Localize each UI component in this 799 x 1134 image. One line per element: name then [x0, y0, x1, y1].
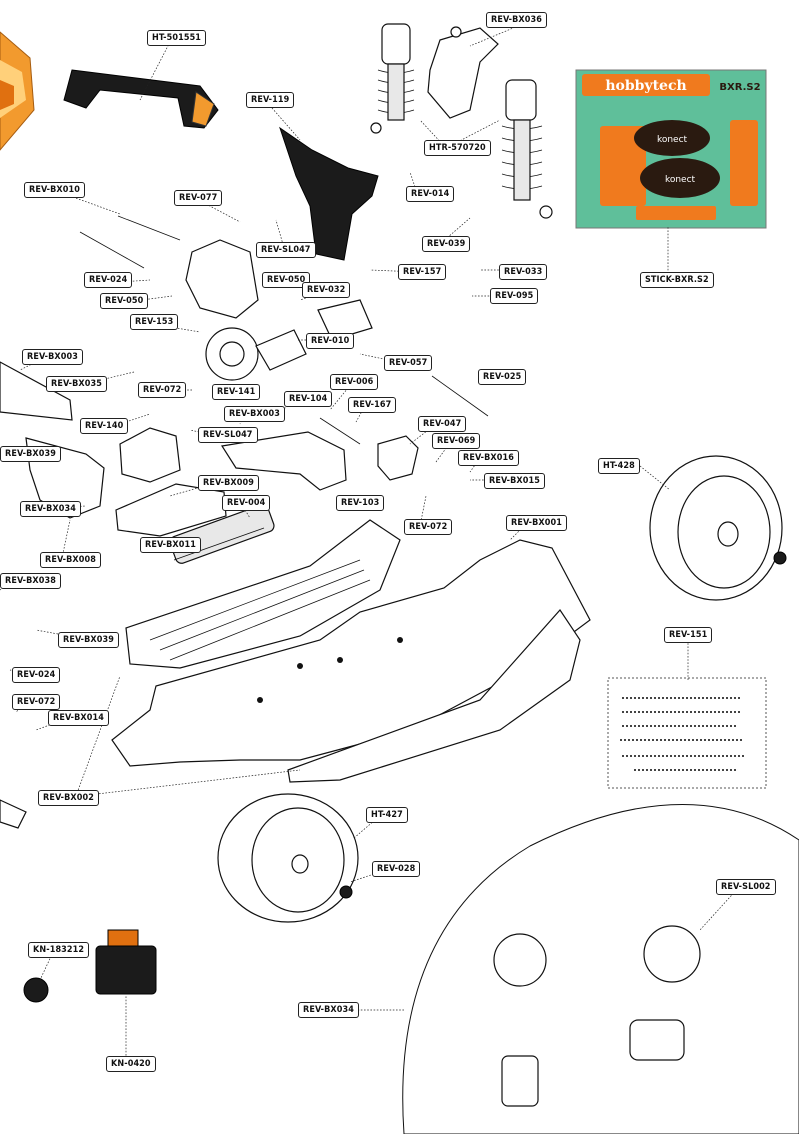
part-label-rev-010[interactable]: REV-010: [306, 333, 355, 349]
diff-detail: [402, 804, 799, 1134]
part-label-rev-153[interactable]: REV-153: [130, 314, 179, 330]
wheel-ht-428: [649, 455, 787, 601]
part-label-rev-072[interactable]: REV-072: [12, 694, 61, 710]
body-shell-corner: [0, 31, 35, 151]
front-shock: [370, 23, 415, 134]
part-label-ht-427[interactable]: HT-427: [366, 807, 408, 823]
part-label-rev-103[interactable]: REV-103: [336, 495, 385, 511]
part-label-rev-004[interactable]: REV-004: [222, 495, 271, 511]
part-label-rev-bx035[interactable]: REV-BX035: [46, 376, 107, 392]
part-label-rev-024[interactable]: REV-024: [84, 272, 133, 288]
part-label-rev-006[interactable]: REV-006: [330, 374, 379, 390]
svg-text:konect: konect: [657, 135, 688, 145]
part-label-rev-050[interactable]: REV-050: [100, 293, 149, 309]
part-label-rev-bx036[interactable]: REV-BX036: [486, 12, 547, 28]
part-label-rev-028[interactable]: REV-028: [372, 861, 421, 877]
screw-kit: [607, 677, 767, 789]
lower-arm-rear: [221, 431, 347, 491]
side-guard: [287, 609, 581, 783]
decal-sheet: hobbytech BXR.S2 konect konect: [575, 69, 767, 229]
part-label-rev-sl002[interactable]: REV-SL002: [716, 879, 776, 895]
center-diff-housing: [119, 427, 181, 483]
part-label-stick-bxr.s2[interactable]: STICK-BXR.S2: [640, 272, 714, 288]
hub-carrier: [377, 435, 419, 481]
part-label-rev-bx009[interactable]: REV-BX009: [198, 475, 259, 491]
part-label-rev-033[interactable]: REV-033: [499, 264, 548, 280]
part-label-rev-024[interactable]: REV-024: [12, 667, 61, 683]
radio-tray: [115, 483, 227, 537]
gearbox: [185, 239, 259, 319]
part-label-rev-bx034[interactable]: REV-BX034: [20, 501, 81, 517]
part-label-rev-bx016[interactable]: REV-BX016: [458, 450, 519, 466]
part-label-rev-bx014[interactable]: REV-BX014: [48, 710, 109, 726]
part-label-rev-bx001[interactable]: REV-BX001: [506, 515, 567, 531]
part-label-rev-095[interactable]: REV-095: [490, 288, 539, 304]
part-label-rev-bx003[interactable]: REV-BX003: [224, 406, 285, 422]
front-bumper: [0, 799, 27, 829]
part-label-rev-sl047[interactable]: REV-SL047: [198, 427, 258, 443]
part-label-rev-bx003[interactable]: REV-BX003: [22, 349, 83, 365]
part-label-kn-183212[interactable]: KN-183212: [28, 942, 90, 958]
part-label-rev-039[interactable]: REV-039: [422, 236, 471, 252]
shock-tower-rear: [279, 126, 379, 261]
part-label-rev-bx010[interactable]: REV-BX010: [24, 182, 85, 198]
part-label-rev-104[interactable]: REV-104: [284, 391, 333, 407]
part-label-rev-bx038[interactable]: REV-BX038: [0, 573, 61, 589]
part-label-rev-047[interactable]: REV-047: [418, 416, 467, 432]
part-label-rev-sl047[interactable]: REV-SL047: [256, 242, 316, 258]
spur-gear: [205, 327, 259, 381]
part-label-rev-057[interactable]: REV-057: [384, 355, 433, 371]
part-label-rev-077[interactable]: REV-077: [174, 190, 223, 206]
part-label-rev-141[interactable]: REV-141: [212, 384, 261, 400]
part-label-rev-167[interactable]: REV-167: [348, 397, 397, 413]
part-label-rev-151[interactable]: REV-151: [664, 627, 713, 643]
part-label-rev-032[interactable]: REV-032: [302, 282, 351, 298]
chassis-plate: [111, 539, 591, 767]
part-label-rev-072[interactable]: REV-072: [404, 519, 453, 535]
svg-text:hobbytech: hobbytech: [605, 78, 686, 94]
part-label-ht-428[interactable]: HT-428: [598, 458, 640, 474]
part-label-kn-0420[interactable]: KN-0420: [106, 1056, 156, 1072]
part-label-rev-bx008[interactable]: REV-BX008: [40, 552, 101, 568]
part-label-rev-bx039[interactable]: REV-BX039: [58, 632, 119, 648]
svg-text:konect: konect: [665, 175, 696, 185]
part-label-rev-025[interactable]: REV-025: [478, 369, 527, 385]
part-label-rev-140[interactable]: REV-140: [80, 418, 129, 434]
turnbuckles: [79, 215, 489, 445]
part-label-rev-119[interactable]: REV-119: [246, 92, 295, 108]
svg-text:BXR.S2: BXR.S2: [719, 82, 760, 93]
battery-tray: [125, 519, 401, 669]
part-label-ht-501551[interactable]: HT-501551: [147, 30, 207, 46]
part-label-rev-050[interactable]: REV-050: [262, 272, 311, 288]
part-label-rev-bx011[interactable]: REV-BX011: [140, 537, 201, 553]
part-label-rev-bx015[interactable]: REV-BX015: [484, 473, 545, 489]
part-label-rev-bx039[interactable]: REV-BX039: [0, 446, 61, 462]
pinion: [23, 977, 49, 1003]
part-label-rev-014[interactable]: REV-014: [406, 186, 455, 202]
shock-tower-front: [427, 26, 499, 119]
part-label-htr-570720[interactable]: HTR-570720: [424, 140, 491, 156]
part-label-rev-bx034[interactable]: REV-BX034: [298, 1002, 359, 1018]
servo: [95, 929, 157, 995]
part-label-rev-bx002[interactable]: REV-BX002: [38, 790, 99, 806]
wheel-ht-427: [217, 793, 359, 923]
part-label-rev-072[interactable]: REV-072: [138, 382, 187, 398]
part-label-rev-157[interactable]: REV-157: [398, 264, 447, 280]
rear-wing: [63, 69, 219, 129]
part-label-rev-069[interactable]: REV-069: [432, 433, 481, 449]
rear-shock: [501, 79, 553, 219]
